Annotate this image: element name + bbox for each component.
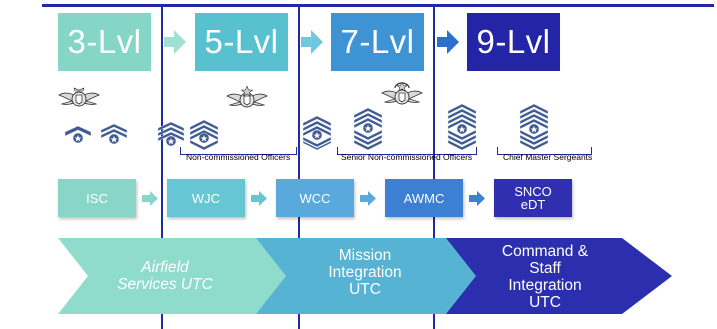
airman-first-class-stripe-icon <box>100 123 128 145</box>
course-wjc-label: WJC <box>191 190 221 206</box>
chevron-command-staff-text: Command & Staff Integration UTC <box>480 243 610 311</box>
level-label-9: 9-Lvl <box>476 23 551 60</box>
course-wjc: WJC <box>167 179 245 217</box>
level-label-5: 5-Lvl <box>204 23 279 60</box>
course-isc-label: ISC <box>86 190 108 206</box>
course-edt-label: eDT <box>520 197 546 212</box>
course-arrow-4 <box>469 191 485 206</box>
cms-bracket <box>497 147 592 155</box>
chevron-2-line-3: UTC <box>349 281 381 298</box>
senior-airman-stripe-icon <box>157 122 185 147</box>
level-label-7: 7-Lvl <box>340 23 415 60</box>
chevron-mission-integration <box>256 238 504 314</box>
level-box-3: 3-Lvl <box>58 13 151 71</box>
chevron-3-line-2: Staff <box>529 260 561 277</box>
staff-sergeant-stripe-icon <box>189 120 219 150</box>
senior-badge-icon <box>58 87 100 107</box>
chief-master-sergeant-stripe-icon <box>519 104 549 150</box>
master-badge-icon <box>226 86 268 108</box>
chevron-1-line-2: Services UTC <box>117 276 213 293</box>
top-rule <box>42 4 714 7</box>
command-badge-icon <box>381 82 423 105</box>
cms-label: Chief Master Sergeants <box>503 152 593 162</box>
level-box-7: 7-Lvl <box>331 13 424 71</box>
course-arrow-3 <box>360 191 376 206</box>
course-wcc-label: WCC <box>299 190 331 206</box>
column-divider-1 <box>161 4 163 329</box>
chevron-mission-integration-text: Mission Integration UTC <box>305 247 425 298</box>
level-label-3: 3-Lvl <box>67 23 142 60</box>
chevron-airfield-services-text: Airfield Services UTC <box>100 259 230 293</box>
level-box-5: 5-Lvl <box>195 13 288 71</box>
chevron-2-line-2: Integration <box>328 264 402 281</box>
course-wcc: WCC <box>276 179 354 217</box>
airman-stripe-icon <box>64 125 92 144</box>
snco-label: Senior Non-commissioned Officers <box>341 152 473 162</box>
nco-label: Non-commissioned Officers <box>186 152 291 162</box>
snco-bracket <box>337 147 477 155</box>
chevron-1-line-1: Airfield <box>141 259 189 276</box>
level-arrow-3 <box>437 30 459 54</box>
technical-sergeant-stripe-icon <box>302 116 332 150</box>
chevron-2-line-1: Mission <box>338 247 392 264</box>
chevron-3-line-4: UTC <box>529 294 561 311</box>
senior-master-sergeant-stripe-icon <box>447 104 477 150</box>
column-divider-2 <box>298 4 300 329</box>
nco-bracket <box>180 147 297 155</box>
level-arrow-1 <box>164 30 186 54</box>
master-sergeant-stripe-icon <box>353 108 383 150</box>
course-arrow-1 <box>142 191 158 206</box>
course-snco-label: SNCO <box>514 184 552 199</box>
course-awmc: AWMC <box>385 179 463 217</box>
chevron-3-line-3: Integration <box>508 277 582 294</box>
chevron-airfield-services <box>58 238 313 314</box>
course-snco-edt: SNCO eDT <box>494 179 572 217</box>
column-divider-3 <box>433 4 435 329</box>
course-awmc-label: AWMC <box>403 190 445 206</box>
course-isc: ISC <box>58 179 136 217</box>
level-box-9: 9-Lvl <box>467 13 560 71</box>
chevron-3-line-1: Command & <box>501 243 589 260</box>
chevron-command-staff <box>446 238 672 314</box>
level-arrow-2 <box>301 30 323 54</box>
course-arrow-2 <box>251 191 267 206</box>
